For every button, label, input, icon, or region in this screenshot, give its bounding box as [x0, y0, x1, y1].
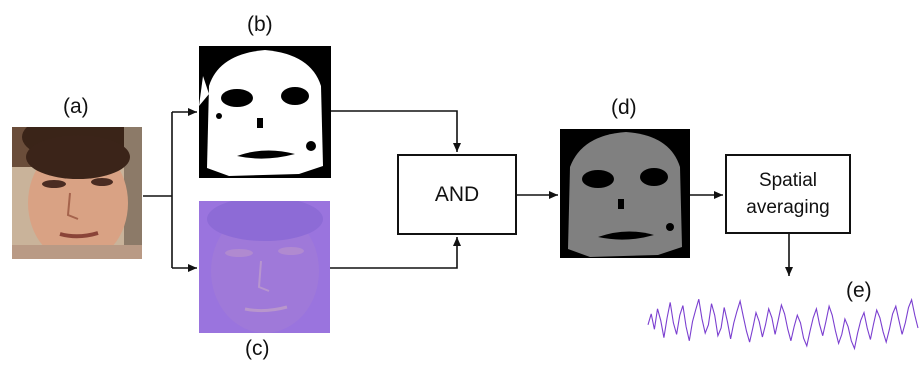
- and-block: AND: [397, 154, 517, 235]
- label-c: (c): [245, 337, 270, 360]
- label-e: (e): [846, 279, 872, 302]
- spatial-label-line2: averaging: [746, 197, 830, 218]
- label-a: (a): [63, 95, 89, 118]
- label-d: (d): [611, 96, 637, 119]
- spatial-averaging-block: Spatial averaging: [725, 154, 851, 234]
- arrow-c-to-and: [330, 237, 461, 269]
- chroma-face-image: [199, 201, 330, 333]
- arrow-b-to-and: [331, 110, 461, 152]
- and-label: AND: [434, 182, 480, 206]
- face-photo: [12, 127, 142, 259]
- spatial-label-line1: Spatial: [758, 170, 818, 191]
- label-b: (b): [247, 13, 273, 36]
- signal-waveform: [647, 297, 919, 351]
- masked-face-image: [560, 129, 690, 258]
- skin-mask-binary: [199, 46, 331, 178]
